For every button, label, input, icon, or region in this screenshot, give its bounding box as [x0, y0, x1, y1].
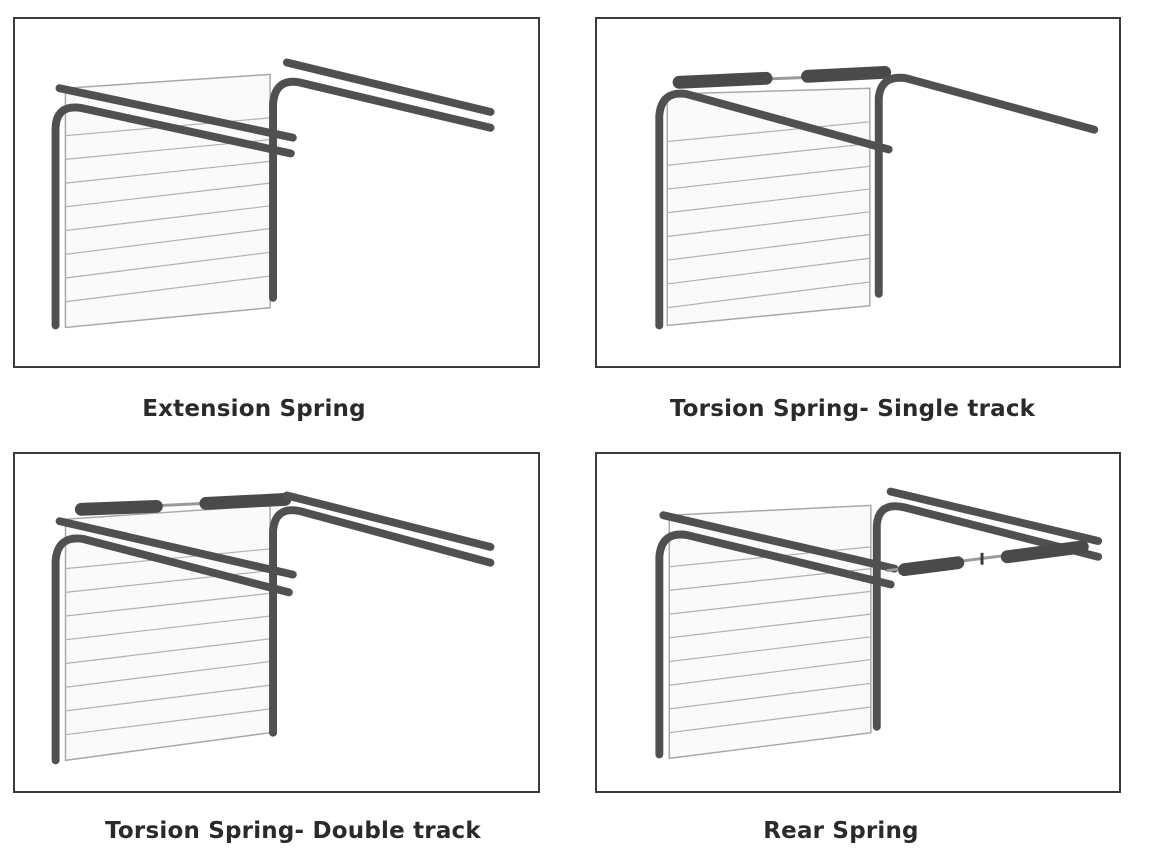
right-upper-rail [282, 58, 495, 116]
left-upper-rail [659, 511, 899, 573]
left-upper-rail [55, 84, 297, 142]
rear-spring-assembly [886, 540, 1089, 577]
torsion-spring-left [672, 71, 773, 89]
torsion-spring-right [801, 65, 892, 83]
right-vertical-track [269, 77, 495, 302]
left-vertical-track [51, 534, 293, 765]
tracks [51, 491, 495, 765]
tracks [655, 487, 1103, 759]
door-slats [667, 121, 870, 309]
torsion-single-track-diagram [655, 65, 1099, 330]
rear-spring-right [1000, 540, 1089, 564]
left-vertical-track [51, 103, 295, 330]
garage-door [666, 87, 871, 327]
torsion-spring-assembly [672, 65, 892, 89]
extension-spring-diagram [51, 58, 495, 330]
torsion-spring-left [74, 499, 163, 516]
left-vertical-track [655, 89, 893, 330]
left-vertical-track [655, 530, 895, 759]
extension-spring-caption: Extension Spring [142, 396, 366, 422]
right-vertical-track [874, 73, 1099, 298]
rear-spring-bracket [980, 552, 984, 565]
torsion-single-track-caption: Torsion Spring- Single track [669, 396, 1036, 422]
rear-spring-caption: Rear Spring [763, 818, 919, 844]
torsion-double-track-panel [13, 452, 540, 793]
tracks [51, 58, 495, 330]
right-vertical-track [269, 506, 495, 737]
right-upper-rail [886, 487, 1103, 545]
torsion-double-track-diagram [51, 491, 495, 765]
left-upper-rail [55, 517, 297, 579]
torsion-double-track-caption: Torsion Spring- Double track [105, 818, 481, 844]
torsion-single-track-panel [595, 17, 1121, 368]
torsion-spring-assembly [74, 493, 292, 516]
rear-spring-diagram [655, 487, 1103, 760]
rear-spring-left [898, 556, 965, 577]
rear-spring-panel [595, 452, 1121, 793]
torsion-spring-right [199, 493, 292, 510]
right-upper-rail [282, 491, 495, 551]
tracks [655, 73, 1099, 330]
extension-spring-panel [13, 17, 540, 368]
right-vertical-track [872, 502, 1103, 731]
